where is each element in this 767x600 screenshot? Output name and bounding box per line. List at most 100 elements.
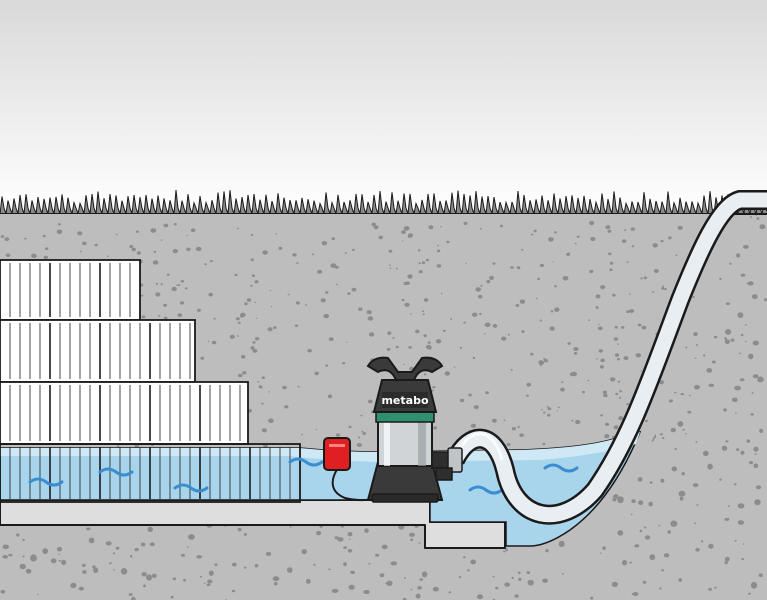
pit-speckle — [644, 419, 648, 423]
soil-speckle — [61, 559, 67, 566]
pit-speckle — [510, 368, 513, 371]
pit-speckle — [401, 240, 404, 242]
soil-speckle — [199, 575, 203, 578]
soil-speckle — [630, 513, 633, 516]
soil-speckle — [505, 548, 508, 552]
pit-speckle — [549, 326, 555, 331]
soil-speckle — [724, 517, 730, 521]
soil-speckle — [502, 550, 506, 553]
soil-speckle — [694, 522, 697, 525]
sky — [0, 0, 767, 215]
soil-speckle — [368, 563, 371, 565]
pit-speckle — [486, 280, 491, 284]
pit-speckle — [273, 326, 277, 329]
pit-speckle — [440, 292, 443, 295]
pit-speckle — [589, 269, 594, 274]
pit-speckle — [348, 425, 352, 429]
soil-speckle — [660, 478, 665, 483]
pit-speckle — [475, 287, 482, 292]
pit-speckle — [262, 250, 268, 255]
soil-speckle — [749, 216, 752, 218]
soil-speckle — [542, 578, 548, 583]
soil-speckle — [22, 538, 25, 542]
pit-speckle — [269, 290, 272, 292]
pit-speckle — [82, 241, 87, 246]
soil-speckle — [621, 559, 628, 566]
soil-speckle — [757, 376, 764, 383]
soil-speckle — [2, 544, 9, 550]
pit-speckle — [314, 371, 319, 376]
pit-speckle — [94, 243, 98, 247]
pit-speckle — [459, 346, 463, 349]
soil-speckle — [749, 461, 753, 465]
pit-speckle — [405, 281, 410, 286]
pit-speckle — [176, 284, 179, 287]
pit-speckle — [569, 372, 575, 377]
pit-speckle — [358, 307, 363, 312]
soil-speckle — [265, 551, 272, 556]
soil-speckle — [753, 446, 759, 452]
soil-speckle — [56, 546, 63, 552]
pit-speckle — [605, 225, 611, 230]
soil-speckle — [214, 563, 218, 567]
soil-speckle — [78, 586, 85, 591]
soil-speckle — [670, 520, 678, 527]
soil-speckle — [759, 224, 766, 230]
pit-speckle — [209, 260, 213, 263]
hose-icon — [446, 190, 767, 525]
soil-speckle — [504, 582, 511, 587]
pit-speckle — [172, 249, 178, 254]
soil-speckle — [695, 547, 700, 552]
pit-speckle — [603, 393, 608, 398]
pit-speckle — [517, 426, 520, 428]
pit-speckle — [537, 277, 540, 281]
pit-speckle — [437, 244, 440, 247]
soil-speckle — [658, 525, 661, 527]
soil-speckle — [736, 253, 741, 258]
pit-speckle — [254, 280, 259, 284]
pit-speckle — [305, 304, 307, 306]
pit-speckle — [607, 229, 612, 233]
pit-speckle — [346, 341, 348, 343]
soil-speckle — [170, 595, 174, 599]
pit-speckle — [171, 286, 177, 292]
pit-speckle — [31, 253, 37, 258]
pit-speckle — [543, 359, 549, 363]
pit-speckle — [637, 323, 642, 327]
soil-speckle — [734, 385, 741, 391]
soil-speckle — [693, 332, 698, 337]
pit-speckle — [250, 284, 253, 287]
pit-speckle — [307, 348, 312, 353]
pit-speckle — [610, 377, 616, 382]
soil-speckle — [131, 596, 136, 600]
pit-speckle — [489, 275, 494, 280]
pit-speckle — [588, 319, 591, 322]
pit-speckle — [652, 291, 655, 293]
pit-speckle — [260, 386, 263, 389]
soil-speckle — [638, 500, 644, 506]
pit-speckle — [315, 428, 318, 431]
pit-speckle — [410, 313, 412, 315]
pit-speckle — [446, 240, 450, 244]
pit-speckle — [153, 250, 157, 253]
soil-speckle — [208, 570, 214, 576]
pit-speckle — [615, 392, 619, 396]
pit-speckle — [468, 393, 472, 397]
soil-speckle — [723, 408, 727, 412]
pit-speckle — [616, 358, 620, 361]
pit-speckle — [604, 434, 610, 439]
pit-speckle — [250, 258, 254, 262]
pit-speckle — [450, 318, 453, 320]
pit-speckle — [459, 398, 465, 403]
soil-speckle — [617, 496, 624, 504]
pit-speckle — [284, 405, 289, 409]
pit-speckle — [408, 346, 412, 349]
pit-speckle — [241, 355, 246, 359]
pit-speckle — [351, 287, 357, 292]
pit-speckle — [629, 309, 635, 313]
soil-speckle — [734, 483, 737, 486]
pit-speckle — [267, 327, 273, 332]
pit-speckle — [640, 277, 643, 280]
pit-speckle — [178, 284, 181, 286]
